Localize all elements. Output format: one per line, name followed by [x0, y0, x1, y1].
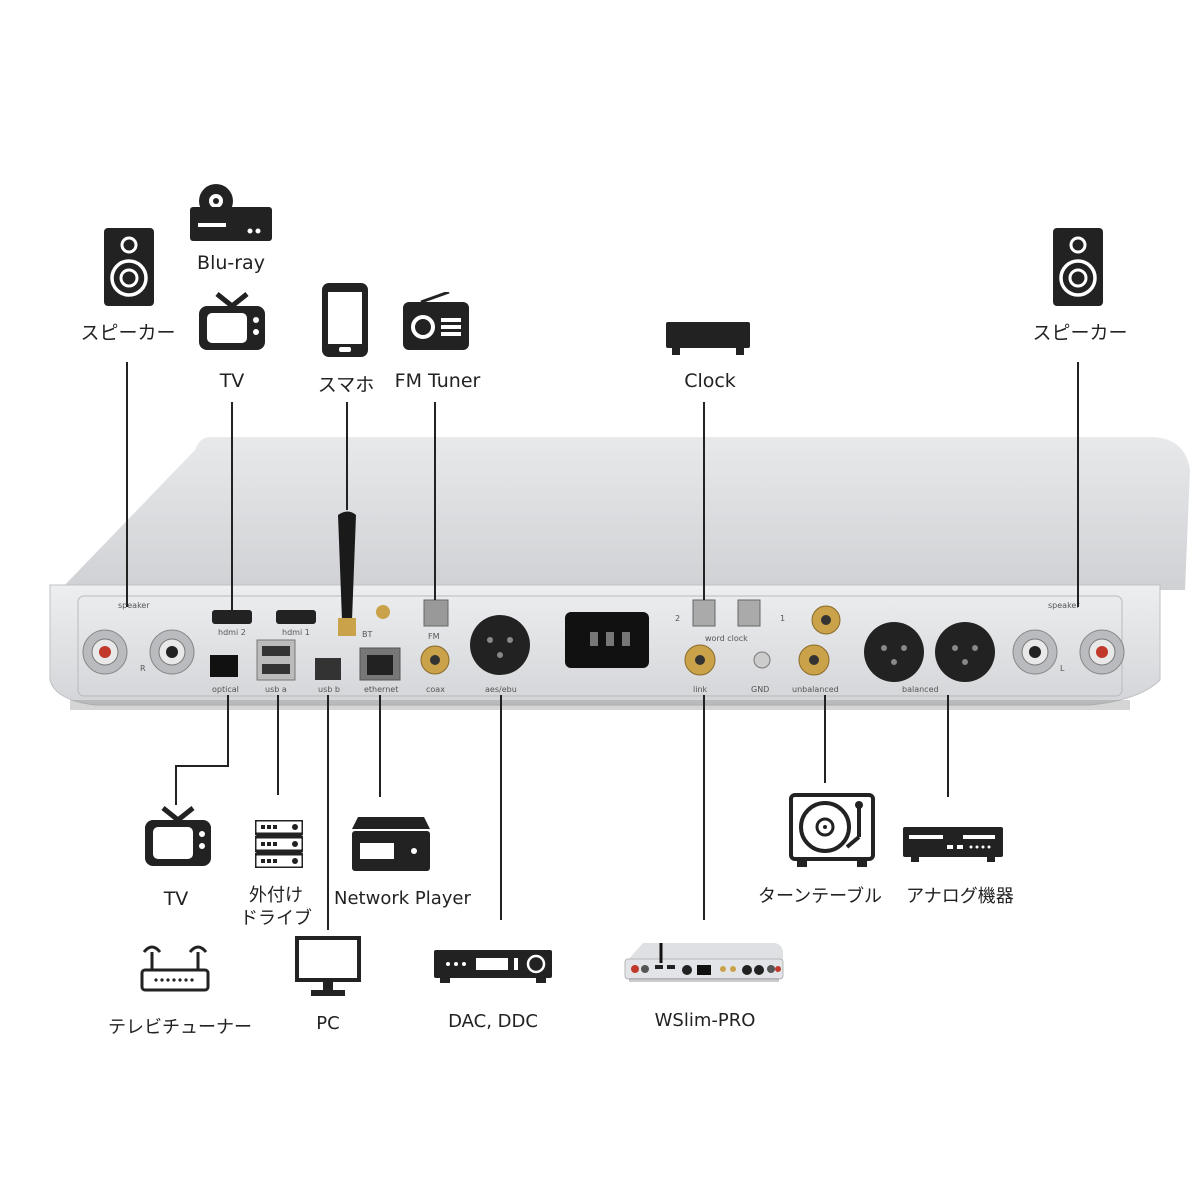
speaker-icon-right	[1053, 228, 1103, 306]
port-r-left: R	[140, 664, 146, 673]
line-optical-v1	[227, 695, 229, 767]
line-balanced	[947, 695, 949, 797]
tv-tuner-router-icon	[140, 945, 210, 992]
port-word-clock: word clock	[705, 634, 748, 643]
label-tv-tuner: テレビチューナー	[108, 1017, 252, 1038]
line-aes	[500, 695, 502, 920]
smartphone-icon	[322, 283, 368, 357]
network-player-icon	[352, 817, 430, 871]
line-fm	[434, 402, 436, 600]
label-ext-drive-line1: 外付け	[249, 885, 303, 906]
port-usb-b: usb b	[318, 685, 340, 694]
label-speaker-left: スピーカー	[80, 322, 176, 344]
analog-device-icon	[903, 827, 1003, 862]
line-tv-top	[231, 402, 233, 610]
label-ext-drive-line2: ドライブ	[240, 908, 312, 929]
port-wc-2: 2	[675, 614, 681, 623]
label-pc: PC	[316, 1013, 340, 1034]
line-speaker-left	[126, 362, 128, 607]
wslim-pro-device-image	[624, 943, 784, 982]
label-dac-ddc: DAC, DDC	[448, 1011, 538, 1032]
label-wslim-pro: WSlim-PRO	[654, 1010, 756, 1031]
label-speaker-right: スピーカー	[1032, 322, 1128, 344]
line-clock	[703, 402, 705, 600]
line-speaker-right	[1077, 362, 1079, 607]
clock-device-icon	[666, 322, 750, 355]
bluray-player-icon	[190, 184, 272, 241]
external-drive-icon	[255, 820, 303, 868]
label-clock: Clock	[684, 370, 736, 392]
radio-icon	[403, 292, 469, 350]
label-analog-device: アナログ機器	[906, 886, 1014, 907]
port-usb-a: usb a	[265, 685, 287, 694]
label-network-player: Network Player	[334, 888, 471, 909]
pc-monitor-icon	[295, 936, 361, 996]
speaker-icon-left	[104, 228, 154, 306]
port-hdmi1: hdmi 1	[282, 628, 310, 637]
turntable-icon	[789, 793, 875, 867]
port-unbalanced: unbalanced	[792, 685, 839, 694]
label-bluray: Blu-ray	[197, 252, 265, 274]
label-smartphone: スマホ	[317, 374, 375, 396]
line-usb-b	[327, 695, 329, 930]
label-fm-tuner: FM Tuner	[394, 370, 481, 392]
label-tv-top: TV	[219, 370, 245, 392]
port-gnd: GND	[751, 685, 770, 694]
line-smartphone	[346, 402, 348, 510]
speaker-terminals-right	[1012, 629, 1125, 675]
line-optical-v2	[175, 765, 177, 805]
port-balanced: balanced	[902, 685, 939, 694]
label-tv-bottom: TV	[163, 888, 189, 910]
port-hdmi2: hdmi 2	[218, 628, 246, 637]
port-optical: optical	[212, 685, 239, 694]
port-aes-ebu: aes/ebu	[485, 685, 517, 694]
line-ethernet	[379, 695, 381, 797]
speaker-terminals-left	[82, 629, 195, 675]
line-link	[703, 695, 705, 920]
tv-icon-bottom	[145, 806, 211, 866]
port-ethernet: ethernet	[364, 685, 399, 694]
label-turntable: ターンテーブル	[757, 886, 883, 907]
port-link: link	[693, 685, 708, 694]
port-l-right: L	[1060, 664, 1065, 673]
port-bt: BT	[362, 630, 373, 639]
line-usb-a	[277, 695, 279, 795]
port-speaker-left: speaker	[118, 601, 150, 610]
port-coax: coax	[426, 685, 445, 694]
port-fm: FM	[428, 632, 440, 641]
tv-icon-top	[199, 292, 265, 350]
dac-ddc-icon	[434, 950, 552, 983]
line-unbalanced	[824, 695, 826, 783]
port-wc-1: 1	[780, 614, 786, 623]
line-optical-h	[175, 765, 229, 767]
port-speaker-right: speaker	[1048, 601, 1080, 610]
